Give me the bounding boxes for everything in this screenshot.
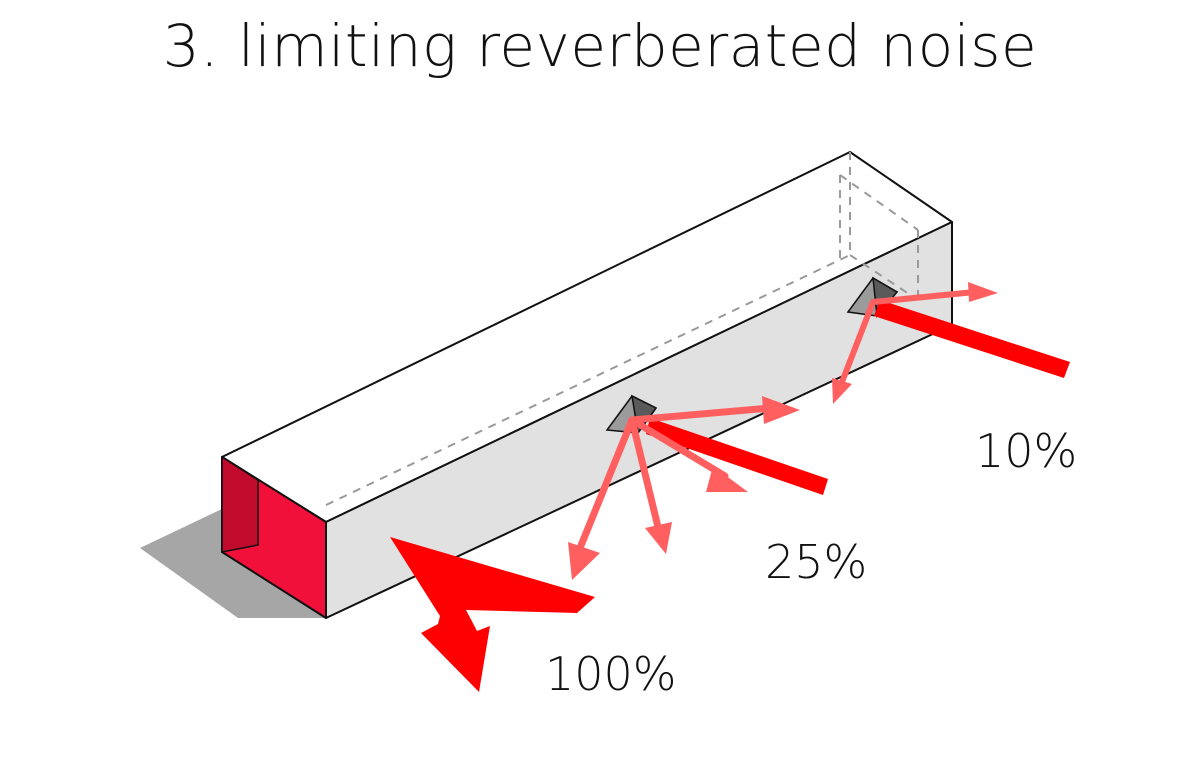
direct-arrow-100 <box>390 537 595 692</box>
label-100-percent: 100% <box>545 647 677 701</box>
hidden-edges <box>325 152 919 506</box>
reflected-arrows-panel-2 <box>832 282 998 404</box>
box-end-inner-wall <box>221 455 259 553</box>
reflected-arrows-panel-1 <box>568 396 800 580</box>
direct-arrow-to-panel-1 <box>646 418 828 495</box>
label-25-percent: 25% <box>765 535 867 589</box>
diagram-title: 3. limiting reverberated noise <box>162 12 1038 80</box>
ground-shadow <box>140 508 326 618</box>
direct-arrow-to-panel-2 <box>874 300 1070 378</box>
label-10-percent: 10% <box>975 424 1077 478</box>
